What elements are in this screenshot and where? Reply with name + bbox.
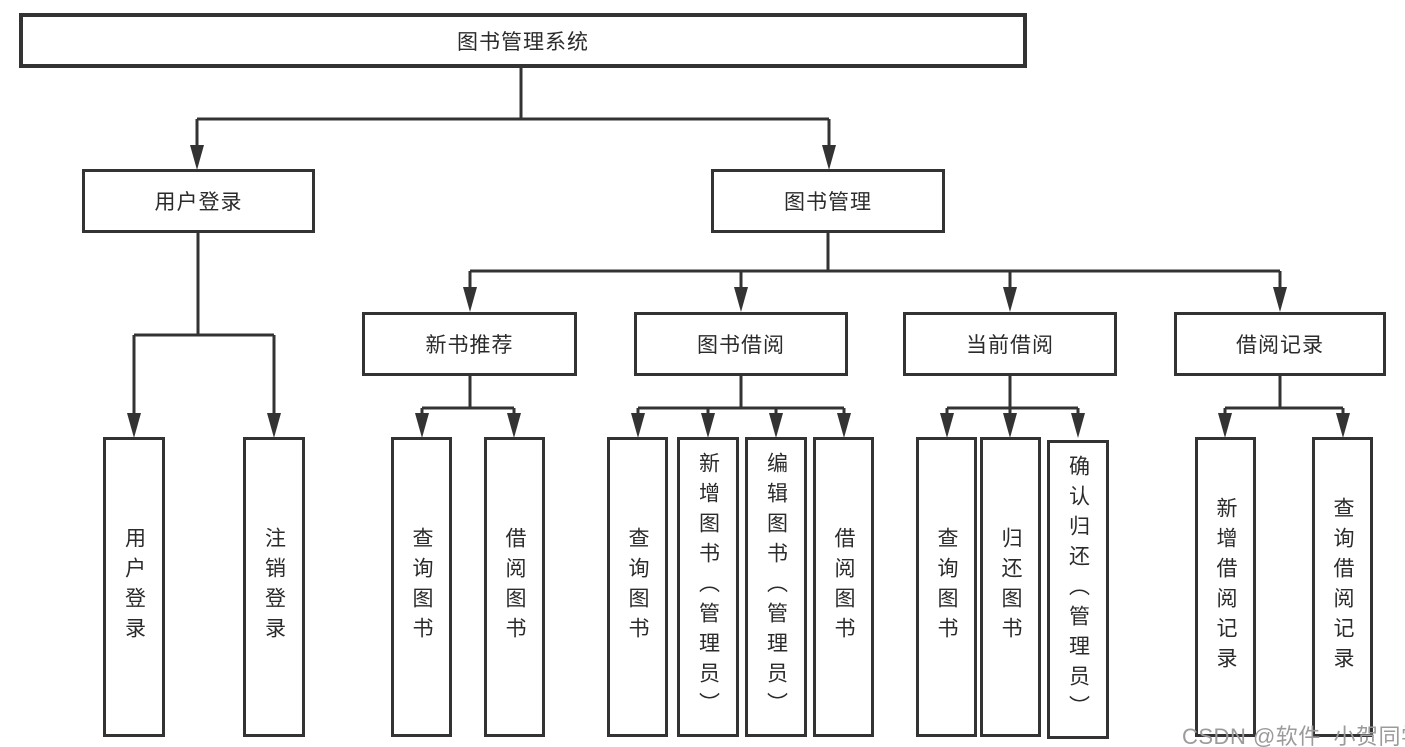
node-leaf-cb-confirm-return-admin: 确认归还（管理员）	[1047, 440, 1109, 739]
node-leaf-user-login-label: 用户登录	[122, 527, 146, 647]
node-leaf-cb-confirm-return-admin-label: 确认归还（管理员）	[1066, 454, 1090, 725]
node-leaf-nb-query-books: 查询图书	[391, 437, 452, 737]
node-leaf-bb-borrow-books: 借阅图书	[813, 437, 874, 737]
node-new-book-recommend: 新书推荐	[362, 312, 577, 376]
node-leaf-bb-query-books-label: 查询图书	[626, 527, 649, 647]
node-leaf-logout-label: 注销登录	[262, 527, 286, 647]
node-leaf-br-add-record: 新增借阅记录	[1195, 437, 1256, 737]
node-book-borrow: 图书借阅	[634, 312, 848, 376]
node-leaf-cb-query-books-label: 查询图书	[935, 527, 958, 647]
node-leaf-cb-return-books: 归还图书	[980, 437, 1041, 737]
node-current-borrow: 当前借阅	[903, 312, 1117, 376]
node-borrow-records: 借阅记录	[1174, 312, 1386, 376]
node-leaf-br-query-record: 查询借阅记录	[1312, 437, 1373, 737]
watermark: CSDN @软件_小贺同学	[1182, 724, 1405, 747]
node-leaf-nb-query-books-label: 查询图书	[410, 527, 433, 647]
node-leaf-user-login: 用户登录	[103, 437, 165, 737]
node-root: 图书管理系统	[19, 13, 1027, 68]
node-borrow-records-label: 借阅记录	[1236, 334, 1324, 357]
node-leaf-bb-query-books: 查询图书	[607, 437, 668, 737]
node-user-login-group: 用户登录	[82, 169, 315, 233]
node-leaf-bb-add-books-admin: 新增图书（管理员）	[677, 437, 739, 737]
node-leaf-bb-edit-books-admin: 编辑图书（管理员）	[745, 437, 807, 737]
node-leaf-nb-borrow-books-label: 借阅图书	[503, 527, 526, 647]
node-leaf-bb-edit-books-admin-label: 编辑图书（管理员）	[764, 452, 788, 722]
node-current-borrow-label: 当前借阅	[966, 334, 1054, 357]
node-user-login-group-label: 用户登录	[154, 191, 243, 214]
node-leaf-logout: 注销登录	[243, 437, 305, 737]
node-book-borrow-label: 图书借阅	[697, 334, 785, 357]
node-book-management-group: 图书管理	[711, 169, 945, 233]
node-leaf-br-add-record-label: 新增借阅记录	[1214, 497, 1237, 677]
node-leaf-nb-borrow-books: 借阅图书	[484, 437, 545, 737]
node-new-book-recommend-label: 新书推荐	[425, 334, 514, 357]
node-leaf-br-query-record-label: 查询借阅记录	[1331, 497, 1354, 677]
node-leaf-bb-borrow-books-label: 借阅图书	[832, 527, 855, 647]
node-root-label: 图书管理系统	[457, 30, 589, 54]
node-book-management-group-label: 图书管理	[784, 191, 872, 214]
node-leaf-cb-return-books-label: 归还图书	[999, 527, 1022, 647]
node-leaf-cb-query-books: 查询图书	[916, 437, 977, 737]
node-leaf-bb-add-books-admin-label: 新增图书（管理员）	[696, 452, 720, 722]
